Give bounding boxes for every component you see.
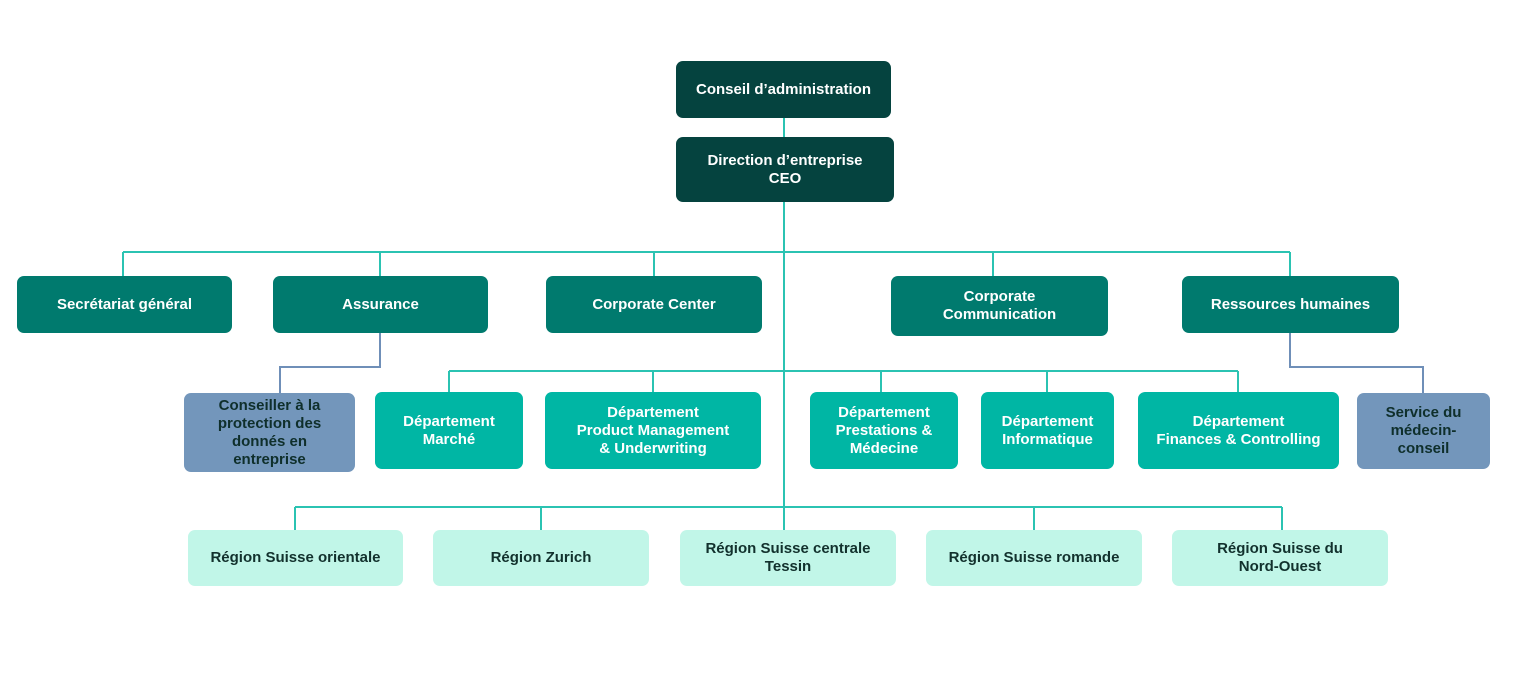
staff-data-protection-label: Conseiller à la protection des donnés en…	[217, 396, 322, 468]
unit-secretariat-box: Secrétariat général	[17, 276, 232, 333]
region-zurich-label: Région Zurich	[490, 549, 592, 566]
unit-assurance-box: Assurance	[273, 276, 488, 333]
dept-finance-box: Département Finances & Controlling	[1138, 392, 1339, 469]
ceo-label: Direction d’entreprise CEO	[707, 151, 863, 187]
unit-secretariat-label: Secrétariat général	[56, 295, 193, 313]
region-central-label: Région Suisse centrale Tessin	[705, 540, 871, 575]
dept-it-label: Département Informatique	[1001, 412, 1094, 448]
dept-it-box: Département Informatique	[981, 392, 1114, 469]
unit-hr-box: Ressources humaines	[1182, 276, 1399, 333]
connector-assurance-staff	[279, 332, 381, 393]
region-northwest-box: Région Suisse du Nord-Ouest	[1172, 530, 1388, 586]
dept-benefits-box: Département Prestations & Médecine	[810, 392, 958, 469]
staff-medical-advisor-label: Service du médecin- conseil	[1385, 404, 1462, 457]
region-east-label: Région Suisse orientale	[210, 549, 381, 566]
region-romande-box: Région Suisse romande	[926, 530, 1142, 586]
dept-market-box: Département Marché	[375, 392, 523, 469]
region-northwest-label: Région Suisse du Nord-Ouest	[1217, 540, 1343, 575]
ceo-box: Direction d’entreprise CEO	[676, 137, 894, 202]
region-central-box: Région Suisse centrale Tessin	[680, 530, 896, 586]
dept-finance-label: Département Finances & Controlling	[1156, 412, 1321, 448]
unit-corporate-communication-label: Corporate Communication	[942, 288, 1057, 323]
dept-product-label: Département Product Management & Underwr…	[576, 403, 730, 457]
unit-assurance-label: Assurance	[342, 295, 419, 313]
staff-medical-advisor-box: Service du médecin- conseil	[1357, 393, 1490, 469]
unit-hr-label: Ressources humaines	[1210, 295, 1371, 313]
region-zurich-box: Région Zurich	[433, 530, 649, 586]
region-east-box: Région Suisse orientale	[188, 530, 403, 586]
dept-benefits-label: Département Prestations & Médecine	[835, 403, 933, 457]
dept-market-label: Département Marché	[403, 412, 495, 448]
connector-hr-staff	[1289, 333, 1424, 393]
board-label: Conseil d’administration	[695, 80, 872, 98]
staff-data-protection-box: Conseiller à la protection des donnés en…	[184, 393, 355, 472]
unit-corporate-center-label: Corporate Center	[592, 295, 716, 313]
unit-corporate-center-box: Corporate Center	[546, 276, 762, 333]
region-romande-label: Région Suisse romande	[948, 549, 1120, 566]
board-box: Conseil d’administration	[676, 61, 891, 118]
dept-product-box: Département Product Management & Underwr…	[545, 392, 761, 469]
unit-corporate-communication-box: Corporate Communication	[891, 276, 1108, 336]
